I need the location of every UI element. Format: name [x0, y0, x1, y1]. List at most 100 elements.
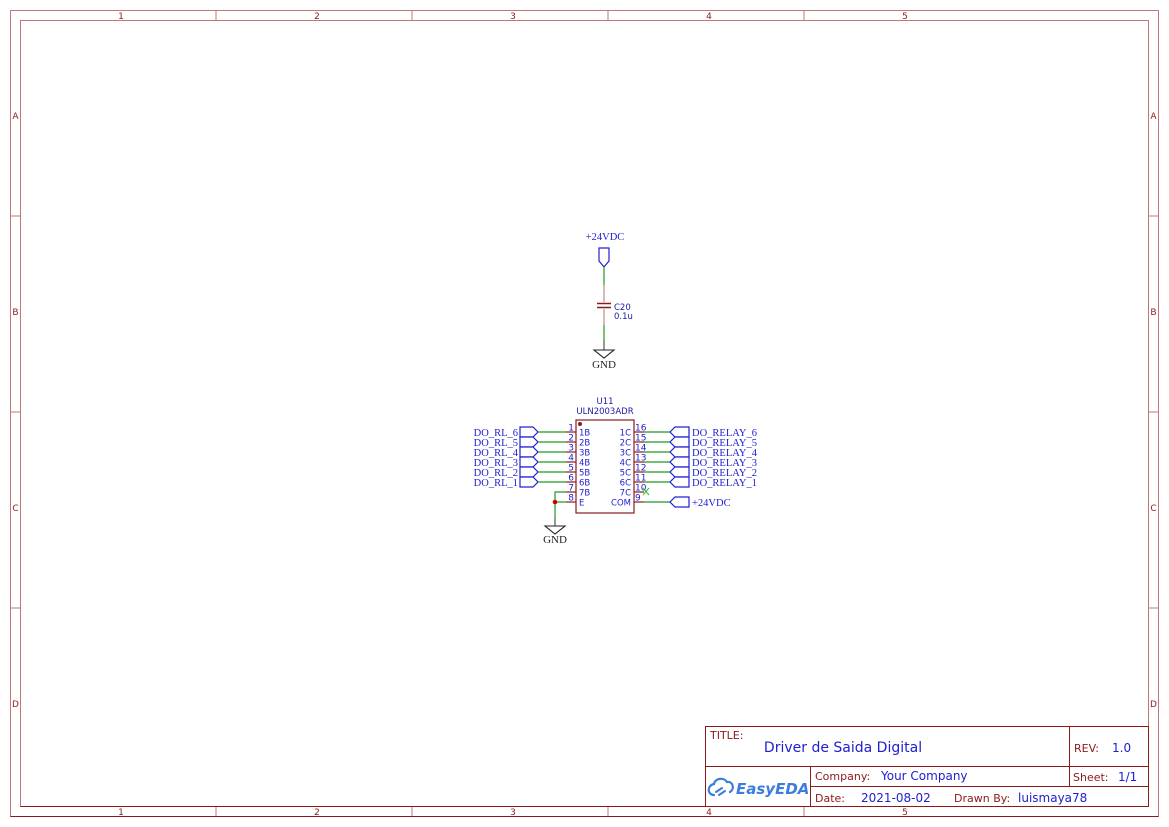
row-label-a-right: A	[1150, 112, 1157, 122]
pin-number: 15	[635, 434, 646, 444]
net-port-do-rl-1[interactable]: DO_RL_1	[474, 476, 566, 489]
column-label-1-bottom: 1	[118, 808, 124, 818]
power-port-icon[interactable]	[598, 247, 610, 268]
easyeda-logo: EasyEDA	[707, 777, 809, 798]
pin-name: 2C	[620, 439, 631, 449]
net-label: DO_RL_6	[474, 428, 518, 439]
column-label-2-bottom: 2	[314, 808, 320, 818]
date-value: 2021-08-02	[861, 791, 931, 805]
pin-name: 5C	[620, 469, 631, 479]
net-port-do-relay-4[interactable]: DO_RELAY_4	[644, 446, 758, 459]
company-label: Company:	[815, 770, 870, 783]
net-port-do-relay-1[interactable]: DO_RELAY_1	[644, 476, 757, 489]
pin-number: 1	[568, 424, 574, 434]
date-label: Date:	[815, 792, 845, 805]
net-label: DO_RL_1	[474, 478, 518, 489]
net-port-do-rl-2[interactable]: DO_RL_2	[474, 466, 566, 479]
title-label: TITLE:	[709, 729, 743, 742]
net-label: DO_RL_3	[474, 458, 518, 469]
sheet-label: Sheet:	[1073, 771, 1109, 784]
decoupling-capacitor-circuit[interactable]: +24VDC C20 0.1u GND	[586, 232, 633, 371]
net-port-24vdc[interactable]: +24VDC	[644, 496, 731, 509]
column-label-1: 1	[118, 12, 124, 22]
pin-number: 3	[568, 444, 574, 454]
row-label-c: C	[12, 504, 18, 514]
pin-name: 1C	[620, 429, 631, 439]
ic-pin-15[interactable]: 15 2C	[620, 434, 647, 449]
net-label: DO_RELAY_5	[692, 438, 757, 449]
pin-number: 4	[568, 454, 574, 464]
net-port-do-relay-5[interactable]: DO_RELAY_5	[644, 436, 757, 449]
ic-pin-12[interactable]: 12 5C	[620, 464, 647, 479]
row-label-d: D	[12, 700, 19, 710]
row-label-a: A	[12, 112, 19, 122]
logo-text: EasyEDA	[736, 780, 809, 798]
net-label: DO_RELAY_1	[692, 478, 757, 489]
pin-number: 14	[635, 444, 647, 454]
pin1-marker-icon	[578, 422, 582, 426]
pin-number: 12	[635, 464, 646, 474]
pin-name: 7B	[579, 489, 590, 499]
drawn-by-value: luismaya78	[1018, 791, 1087, 805]
net-port-do-rl-3[interactable]: DO_RL_3	[474, 456, 566, 469]
drawing-title: Driver de Saida Digital	[764, 740, 922, 756]
ground-icon	[543, 525, 567, 535]
ground-icon[interactable]	[592, 349, 616, 359]
pin-number: 2	[568, 434, 574, 444]
capacitor-icon[interactable]	[597, 302, 611, 309]
ic-designator: U11	[596, 397, 613, 407]
input-net-ports: DO_RL_6 DO_RL_5 DO_RL_4 DO_RL_3 DO_RL_2 …	[474, 426, 567, 546]
column-label-4-bottom: 4	[706, 808, 712, 818]
ic-pin-16[interactable]: 16 1C	[620, 424, 647, 439]
ic-pin-5[interactable]: 5 5B	[566, 464, 590, 479]
net-port-do-rl-6[interactable]: DO_RL_6	[474, 426, 566, 439]
net-port-do-relay-6[interactable]: DO_RELAY_6	[644, 426, 757, 439]
net-port-do-rl-4[interactable]: DO_RL_4	[474, 446, 566, 459]
ic-part-number: ULN2003ADR	[576, 407, 633, 417]
cloud-logo-icon	[707, 777, 734, 797]
net-label: DO_RL_4	[474, 448, 519, 459]
net-port-do-relay-2[interactable]: DO_RELAY_2	[644, 466, 757, 479]
pin-number: 5	[568, 464, 574, 474]
ic-pin-4[interactable]: 4 4B	[566, 454, 590, 469]
net-label: DO_RELAY_6	[692, 428, 757, 439]
net-label: +24VDC	[692, 498, 731, 509]
pin-name: 5B	[579, 469, 590, 479]
net-label: DO_RL_5	[474, 438, 518, 449]
row-label-b-right: B	[1150, 308, 1156, 318]
net-port-do-relay-3[interactable]: DO_RELAY_3	[644, 456, 757, 469]
pin-name: 4B	[579, 459, 590, 469]
net-port-do-rl-5[interactable]: DO_RL_5	[474, 436, 566, 449]
column-label-4: 4	[706, 12, 712, 22]
ground-tie[interactable]: GND	[543, 491, 567, 546]
drawn-by-label: Drawn By:	[954, 792, 1010, 805]
net-label: DO_RL_2	[474, 468, 518, 479]
no-connect-icon	[642, 487, 650, 496]
sheet-frame: 1 2 3 4 5 1 2 3 4 5 A B C D A B C D	[10, 10, 1159, 818]
column-label-5: 5	[902, 12, 908, 22]
rev-value: 1.0	[1112, 741, 1131, 755]
ic-body[interactable]	[575, 419, 635, 514]
pin-number: 8	[568, 494, 574, 504]
pin-number: 6	[568, 474, 574, 484]
pin-number: 16	[635, 424, 647, 434]
pin-number: 13	[635, 454, 646, 464]
net-label: DO_RELAY_3	[692, 458, 757, 469]
column-label-3: 3	[510, 12, 516, 22]
ground-label: GND	[543, 534, 567, 546]
